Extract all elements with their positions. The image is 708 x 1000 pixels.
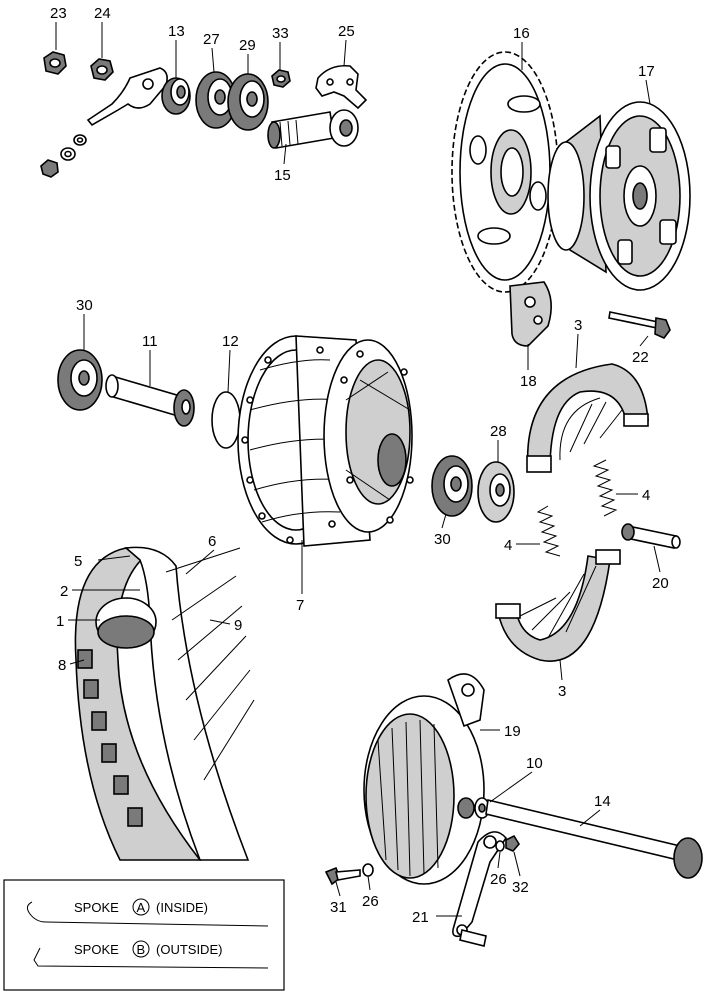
callout-12: 12 bbox=[222, 333, 239, 350]
callout-17: 17 bbox=[638, 63, 655, 80]
spoke-b-suffix: (OUTSIDE) bbox=[156, 942, 222, 957]
nut-24 bbox=[90, 58, 114, 81]
callout-29: 29 bbox=[239, 37, 256, 54]
callout-5: 5 bbox=[74, 553, 82, 570]
callout-4-upper: 4 bbox=[642, 487, 650, 504]
callout-33: 33 bbox=[272, 25, 289, 42]
spoke-b-letter: B bbox=[137, 942, 146, 957]
callout-24: 24 bbox=[94, 5, 111, 22]
spoke-legend: SPOKE A (INSIDE) SPOKE B (OUTSIDE) bbox=[3, 879, 285, 991]
callout-2: 2 bbox=[60, 583, 68, 600]
legend-frame bbox=[3, 879, 285, 991]
callout-numbers: 23 24 13 27 29 33 25 15 16 17 30 11 12 3… bbox=[50, 5, 669, 926]
return-spring-upper bbox=[592, 459, 618, 517]
hub-flange-17 bbox=[547, 101, 691, 291]
spoke-a-prefix: SPOKE bbox=[74, 900, 119, 915]
bearing-30-left bbox=[57, 349, 103, 411]
seal-28 bbox=[477, 461, 515, 523]
bearing-30-right bbox=[431, 455, 473, 517]
callout-22: 22 bbox=[632, 349, 649, 366]
callout-30-right: 30 bbox=[434, 531, 451, 548]
callout-31: 31 bbox=[330, 899, 347, 916]
nut-32 bbox=[505, 834, 520, 852]
nut-washer-set bbox=[40, 134, 87, 178]
spoke-b-circle bbox=[132, 940, 150, 958]
callout-4-lower: 4 bbox=[504, 537, 512, 554]
callout-16: 16 bbox=[513, 25, 530, 42]
callout-27: 27 bbox=[203, 31, 220, 48]
callout-15: 15 bbox=[274, 167, 291, 184]
leader-lines bbox=[55, 22, 661, 917]
spoke-b-row: SPOKE B (OUTSIDE) bbox=[33, 940, 269, 969]
spoke-b-prefix: SPOKE bbox=[74, 942, 119, 957]
callout-20: 20 bbox=[652, 575, 669, 592]
callout-21: 21 bbox=[412, 909, 429, 926]
washer-26-left bbox=[362, 863, 374, 877]
spoke-a-row: SPOKE A (INSIDE) bbox=[26, 898, 269, 927]
spoke-a-letter: A bbox=[137, 900, 146, 915]
bolt-31 bbox=[324, 866, 361, 886]
callout-8: 8 bbox=[58, 657, 66, 674]
callout-13: 13 bbox=[168, 23, 185, 40]
bolt-22 bbox=[608, 311, 671, 339]
brake-cam-20 bbox=[621, 523, 681, 549]
callout-9: 9 bbox=[234, 617, 242, 634]
callout-14: 14 bbox=[594, 793, 611, 810]
callout-19: 19 bbox=[504, 723, 521, 740]
callout-23: 23 bbox=[50, 5, 67, 22]
callout-7: 7 bbox=[296, 597, 304, 614]
washer-26-right bbox=[495, 840, 505, 852]
callout-6: 6 bbox=[208, 533, 216, 550]
callout-26-left: 26 bbox=[362, 893, 379, 910]
spoke-a-suffix: (INSIDE) bbox=[156, 900, 208, 915]
callout-1: 1 bbox=[56, 613, 64, 630]
callout-3-lower: 3 bbox=[558, 683, 566, 700]
callout-30-left: 30 bbox=[76, 297, 93, 314]
spoke-b-drawing bbox=[33, 947, 269, 969]
callout-10: 10 bbox=[526, 755, 543, 772]
callout-28: 28 bbox=[490, 423, 507, 440]
callout-32: 32 bbox=[512, 879, 529, 896]
bearing-29 bbox=[227, 73, 269, 131]
torque-bracket bbox=[86, 67, 168, 127]
brake-panel-19 bbox=[363, 673, 485, 885]
sprocket-16 bbox=[451, 51, 559, 293]
o-ring-12 bbox=[211, 391, 241, 449]
damper-rubber-18 bbox=[509, 281, 552, 347]
callout-26-right: 26 bbox=[490, 871, 507, 888]
brake-arm-21 bbox=[452, 831, 508, 947]
nut-33 bbox=[271, 69, 291, 88]
axle-11 bbox=[105, 374, 195, 427]
callout-18: 18 bbox=[520, 373, 537, 390]
spacer-13 bbox=[161, 77, 191, 115]
spoke-a-circle bbox=[132, 898, 150, 916]
wheel-hub-7 bbox=[237, 335, 414, 547]
axle-nut-23 bbox=[43, 51, 67, 75]
callout-25: 25 bbox=[338, 23, 355, 40]
brake-shoe-lower bbox=[495, 549, 621, 662]
callout-3-upper: 3 bbox=[574, 317, 582, 334]
axle-shaft-14 bbox=[485, 799, 703, 879]
rim-tire-cutaway bbox=[74, 546, 255, 861]
callout-11: 11 bbox=[142, 333, 158, 350]
spoke-a-drawing bbox=[26, 901, 269, 927]
return-spring-lower bbox=[536, 505, 561, 557]
clip-25 bbox=[315, 64, 368, 110]
brake-shoe-upper bbox=[526, 363, 649, 473]
sleeve-15 bbox=[267, 109, 359, 149]
